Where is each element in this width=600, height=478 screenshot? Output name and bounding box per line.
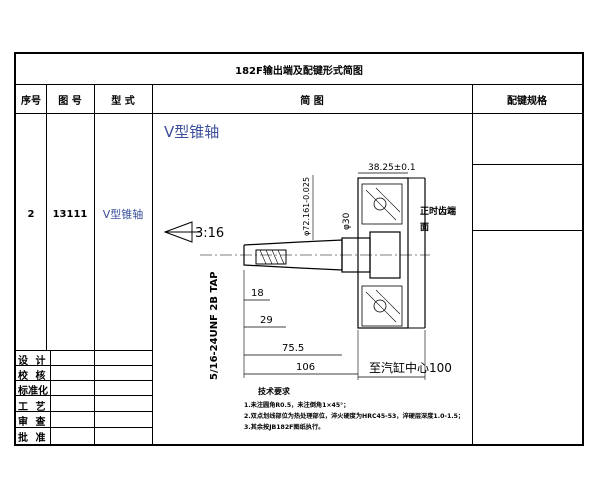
face-note-2: 面 bbox=[420, 222, 429, 233]
header-divider bbox=[16, 113, 582, 114]
signoff-process: 工 艺 bbox=[18, 402, 48, 413]
lower-seal bbox=[361, 285, 403, 327]
threaded-hole bbox=[255, 249, 287, 265]
signoff-line-4 bbox=[16, 411, 152, 412]
seal-hatch bbox=[375, 187, 401, 213]
signoff-check: 校 核 bbox=[18, 371, 48, 382]
key-spec-line-2 bbox=[472, 230, 582, 231]
signoff-line-5 bbox=[16, 427, 152, 428]
dim-29-label: 29 bbox=[260, 315, 273, 326]
header-sketch: 简 图 bbox=[300, 95, 324, 107]
thread-hatch bbox=[277, 249, 285, 265]
signoff-line-3 bbox=[16, 395, 152, 396]
signoff-col-divider bbox=[50, 350, 51, 444]
cylinder-label: 至汽缸中心100 bbox=[369, 360, 452, 375]
header-key-spec: 配键规格 bbox=[507, 95, 547, 107]
signoff-review: 审 查 bbox=[18, 417, 48, 428]
bolt-hole bbox=[373, 197, 387, 211]
key-spec-line-1 bbox=[472, 164, 582, 165]
thread-hatch bbox=[271, 249, 279, 265]
header-seq: 序号 bbox=[21, 95, 41, 107]
seal-hatch bbox=[375, 289, 401, 315]
dim-755-label: 75.5 bbox=[282, 343, 304, 354]
seal-hatch bbox=[365, 291, 397, 323]
signoff-line-2 bbox=[16, 380, 152, 381]
shaft-journal bbox=[369, 231, 401, 279]
header-drawing-no: 图 号 bbox=[58, 95, 82, 107]
drawing-sheet: 182F输出端及配键形式简图 序号 图 号 型 式 简 图 配键规格 2 131… bbox=[14, 52, 584, 446]
signoff-standard: 标准化 bbox=[18, 386, 48, 397]
tech-note-2: 2.双点划线部位为热处理部位，淬火硬度为HRC45-53，淬硬层深度1.0-1.… bbox=[244, 412, 464, 420]
bolt-hole bbox=[373, 299, 387, 313]
dim-dia30-label: φ30 bbox=[342, 212, 352, 230]
sketch-heading: V型锥轴 bbox=[164, 123, 219, 141]
signoff-line-1 bbox=[16, 365, 152, 366]
tech-title: 技术要求 bbox=[258, 386, 291, 396]
tech-note-3: 3.其余按JB182F图纸执行。 bbox=[244, 423, 324, 431]
seal-hatch bbox=[365, 189, 397, 221]
col-divider-2 bbox=[94, 84, 95, 444]
tech-note-1: 1.未注圆角R0.5，未注倒角1×45°； bbox=[244, 401, 349, 409]
col-divider-4 bbox=[472, 84, 473, 444]
thread-hatch bbox=[265, 249, 273, 265]
row-type: V型锥轴 bbox=[102, 208, 144, 221]
signoff-design: 设 计 bbox=[18, 356, 48, 367]
row-seq: 2 bbox=[27, 208, 35, 220]
title-divider bbox=[16, 84, 582, 85]
taper-label: 3:16 bbox=[195, 226, 224, 241]
dim-18-label: 18 bbox=[251, 288, 264, 299]
dim-106-label: 106 bbox=[296, 362, 315, 373]
upper-seal bbox=[361, 183, 403, 225]
header-type: 型 式 bbox=[111, 95, 135, 107]
col-divider-1 bbox=[46, 84, 47, 350]
row-drawing-no: 13111 bbox=[52, 208, 88, 220]
face-note-1: 正时齿端 bbox=[420, 205, 456, 217]
thread-hatch bbox=[259, 249, 267, 265]
sheet-title: 182F输出端及配键形式简图 bbox=[235, 65, 363, 77]
thread-callout: 5/16-24UNF 2B TAP bbox=[209, 271, 220, 380]
dim-38-label: 38.25±0.1 bbox=[368, 163, 416, 173]
signoff-line-0 bbox=[16, 350, 152, 351]
housing bbox=[357, 177, 409, 329]
signoff-approve: 批 准 bbox=[18, 433, 48, 444]
dim-dia72-label: φ72.161-0.025 bbox=[302, 177, 311, 236]
col-divider-3 bbox=[152, 84, 153, 444]
